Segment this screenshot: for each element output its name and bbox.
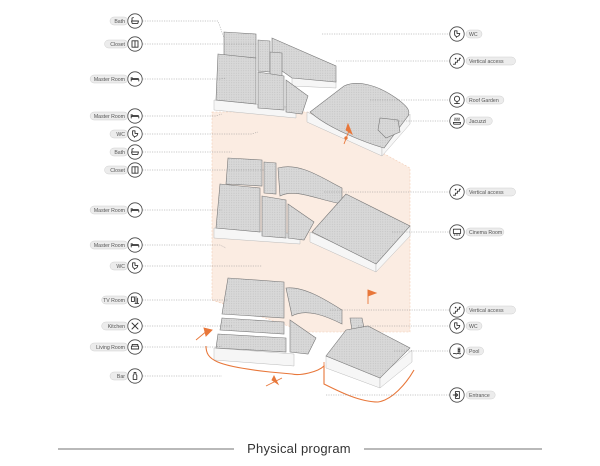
bed-icon [127,108,143,124]
right-label-text: Roof Garden [469,98,499,104]
right-label-text: WC [469,324,478,330]
left-label-item: Closet [104,162,264,178]
right-label-text: Pool [469,349,479,355]
left-label-text: Bar [117,374,125,380]
closet-icon [127,162,143,178]
right-label-text: Cinema Room [469,230,502,236]
left-label-text: TV Room [103,298,125,304]
right-label-item: WC [322,26,483,42]
left-label-item: Living Room [89,339,223,355]
right-label-item: Vertical access [324,184,516,200]
closet-icon [127,36,143,52]
jacuzzi-top [377,117,401,139]
left-label-text: Bath [114,19,125,25]
left-label-item: Closet [104,36,258,52]
living-room-top [215,333,287,353]
left-label-text: Master Room [94,114,125,120]
right-label-text: WC [469,32,478,38]
pool-icon [449,343,465,359]
toilet-icon [449,318,465,334]
tv-room-top [221,277,285,319]
bed-icon [127,71,143,87]
left-label-text: Kitchen [108,324,125,330]
right-label-text: Vertical access [469,190,504,196]
right-label-item: Entrance [326,387,496,403]
left-label-item: Bath [109,13,225,39]
right-label-item: Pool [394,343,484,359]
right-label-item: Vertical access [330,302,516,318]
bathtub-icon [127,13,143,29]
room-bath-top [223,31,257,59]
tree-icon [449,92,465,108]
toilet-icon [127,126,143,142]
caption: Physical program [247,441,351,456]
left-label-item: Bath [109,144,232,160]
right-label-item: Cinema Room [392,224,505,240]
room-closet-top [257,39,271,73]
floor-top [213,31,411,157]
bed-icon [127,237,143,253]
left-label-text: Bath [114,150,125,156]
pool-top [325,325,411,379]
left-label-item: Master Room [89,108,223,124]
right-label-item: Roof Garden [370,92,505,108]
left-label-item: WC [109,258,262,274]
right-label-text: Jacuzzi [469,119,486,125]
vertical-access-marker [367,289,378,304]
stairs-icon [449,53,465,69]
right-label-item: Vertical access [336,53,516,69]
left-label-item: Master Room [89,202,222,218]
left-label-text: Closet [110,42,125,48]
kitchen-top [219,317,285,335]
tv-room-icon [127,292,143,308]
cinema-room-top [311,193,411,265]
right-label-text: Entrance [469,393,490,399]
stairs-icon [449,302,465,318]
kitchen-icon [127,318,143,334]
entry-marker-bottom [265,374,283,387]
jacuzzi-icon [449,113,465,129]
floor-ground [213,277,413,389]
sofa-icon [127,339,143,355]
cinema-icon [449,224,465,240]
left-label-item: Bar [109,368,222,384]
right-label-text: Vertical access [469,308,504,314]
entrance-marker-top [343,122,353,145]
left-label-text: Master Room [94,243,125,249]
left-label-item: WC [109,126,259,142]
right-label-text: Vertical access [469,59,504,65]
left-label-text: Closet [110,168,125,174]
right-label-item: Jacuzzi [394,113,493,129]
left-label-item: TV Room [101,292,228,308]
left-label-text: Master Room [94,208,125,214]
left-label-text: WC [116,132,125,138]
toilet-icon [449,26,465,42]
left-label-text: WC [116,264,125,270]
left-label-item: Kitchen [101,318,232,334]
door-icon [449,387,465,403]
bed-icon [127,202,143,218]
right-label-item: WC [358,318,483,334]
stairs-icon [449,184,465,200]
room-master-top [215,53,257,105]
entry-marker-left [195,327,213,341]
left-label-item: Master Room [89,71,227,87]
left-label-text: Living Room [96,345,125,351]
left-label-item: Master Room [89,237,227,253]
floor-middle [213,157,411,273]
left-label-text: Master Room [94,77,125,83]
bottle-icon [127,368,143,384]
bathtub-icon [127,144,143,160]
toilet-icon [127,258,143,274]
